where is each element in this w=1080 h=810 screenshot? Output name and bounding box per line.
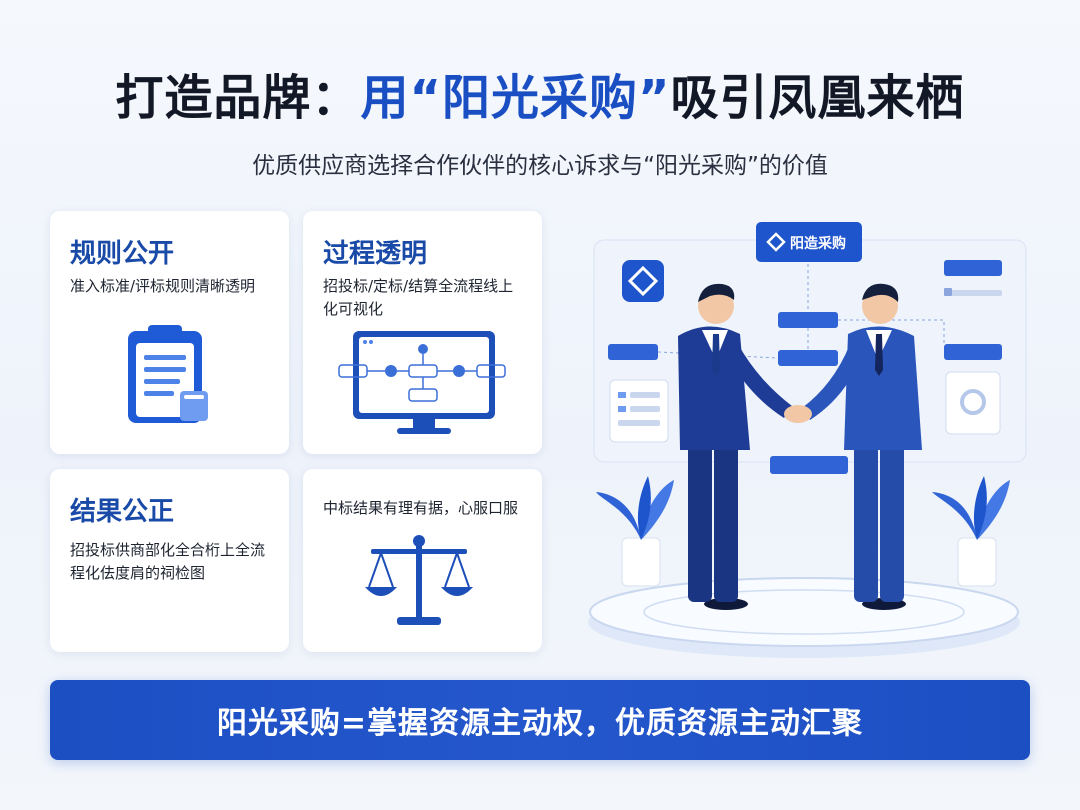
card-title: 过程透明 — [323, 239, 428, 269]
handshake-illustration: 阳造采购 — [578, 210, 1048, 670]
card-text: 招投标供商部化全合桁上全流程化佉度肩的祠检图 — [70, 541, 266, 582]
card-title: 规则公开 — [70, 239, 175, 269]
card-process-transparent: 过程透明 招投标/定标/结算全流程线上化可视化 — [303, 211, 542, 454]
card-text: 中标结果有理有据，心服口服 — [323, 499, 519, 517]
card-result-convincing: 中标结果有理有据，心服口服 — [303, 469, 542, 652]
card-title: 结果公正 — [70, 497, 175, 527]
summary-banner: 阳光采购=掌握资源主动权，优质资源主动汇聚 — [50, 680, 1030, 760]
card-text: 准入标准/评标规则清晰透明 — [70, 277, 256, 295]
card-result-fair: 结果公正 招投标供商部化全合桁上全流程化佉度肩的祠检图 — [50, 469, 289, 652]
card-text: 招投标/定标/结算全流程线上化可视化 — [323, 277, 514, 318]
banner-text: 阳光采购=掌握资源主动权，优质资源主动汇聚 — [216, 706, 864, 741]
page-subtitle: 优质供应商选择合作伙伴的核心诉求与“阳光采购”的价值 — [252, 153, 828, 179]
title-highlight: 用“阳光采购” — [360, 70, 671, 126]
brand-label: 阳造采购 — [790, 235, 846, 252]
clipboard-document-icon — [120, 323, 230, 437]
card-rules-public: 规则公开 准入标准/评标规则清晰透明 — [50, 211, 289, 454]
title-prefix: 打造品牌： — [115, 70, 361, 126]
balance-scale-icon — [359, 531, 479, 635]
monitor-flowchart-icon — [331, 327, 517, 443]
title-suffix: 吸引凤凰来栖 — [670, 70, 965, 126]
page-title: 打造品牌：用“阳光采购”吸引凤凰来栖 — [0, 58, 1080, 128]
